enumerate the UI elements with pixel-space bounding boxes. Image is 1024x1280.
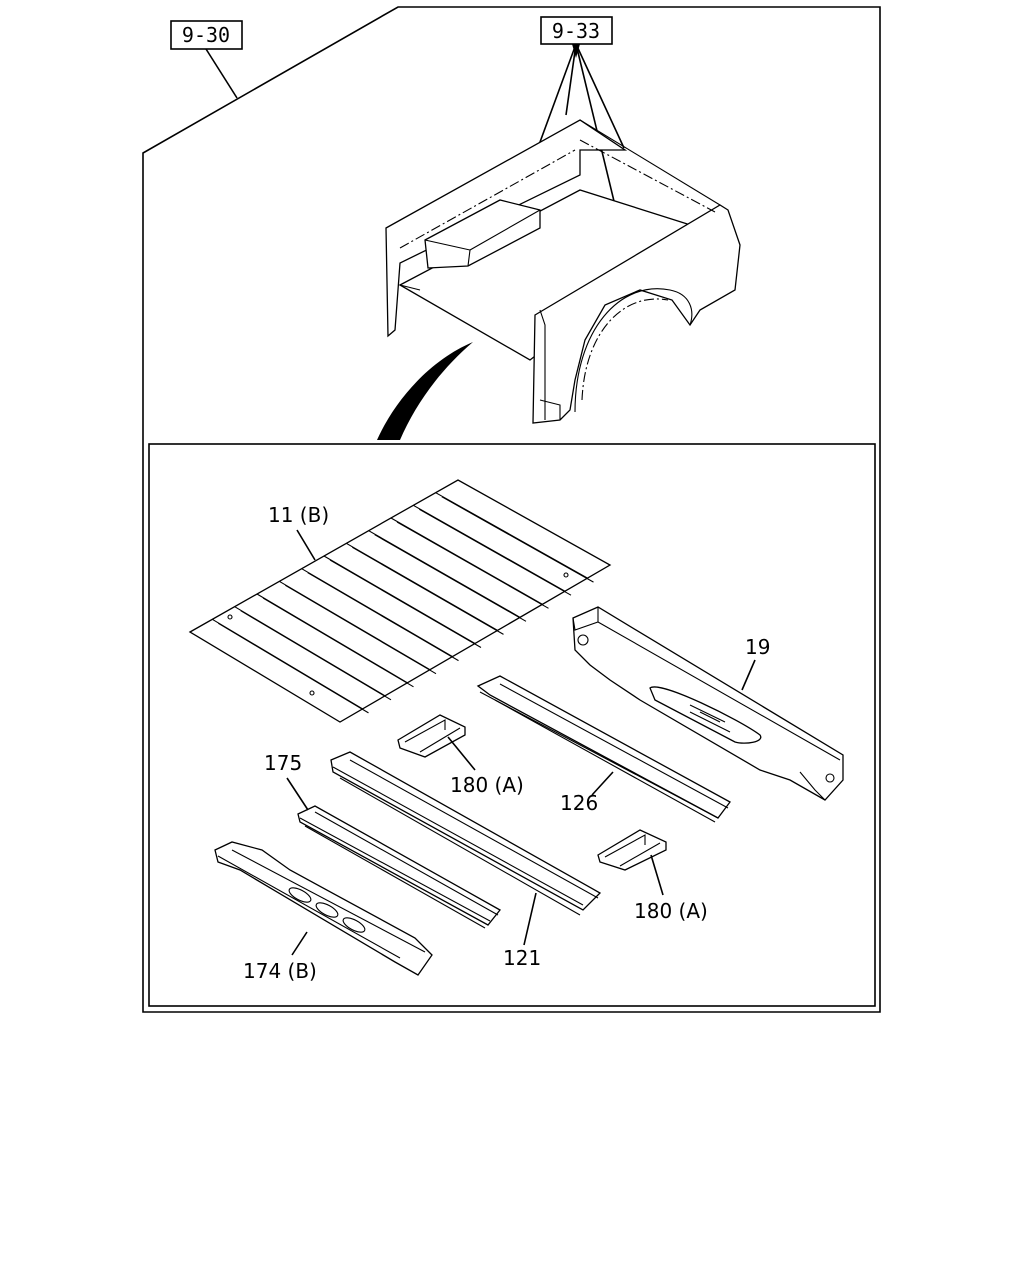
crossmember-121 (330, 751, 602, 916)
detail-arrow (377, 342, 473, 440)
part-label-121: 121 (503, 946, 541, 970)
part-label-11b: 11 (B) (268, 503, 329, 527)
part-label-126: 126 (560, 791, 598, 815)
part-label-175: 175 (264, 751, 302, 775)
ref-label-9-33: 9-33 (552, 19, 600, 43)
inner-frame (148, 443, 876, 1007)
crossmember-126 (476, 675, 731, 823)
bracket-180a-lower (597, 829, 667, 871)
ref-label-9-30: 9-30 (182, 23, 230, 47)
part-leaders (286, 529, 756, 956)
ref-box-9-33[interactable]: 9-33 (540, 16, 613, 45)
outer-frame (142, 6, 881, 1013)
bed-floor-panel (188, 479, 612, 723)
crossmember-175 (297, 805, 501, 929)
part-label-174b: 174 (B) (243, 959, 317, 983)
bracket-180a-upper (397, 714, 466, 758)
rear-sill-part (572, 606, 844, 801)
part-label-180a-lower: 180 (A) (634, 899, 708, 923)
leader-9-30 (205, 48, 238, 99)
truck-bed-illustration (385, 119, 741, 424)
crossmember-174 (214, 841, 433, 976)
part-label-19: 19 (745, 635, 770, 659)
ref-box-9-30[interactable]: 9-30 (170, 20, 243, 50)
part-label-180a-upper: 180 (A) (450, 773, 524, 797)
